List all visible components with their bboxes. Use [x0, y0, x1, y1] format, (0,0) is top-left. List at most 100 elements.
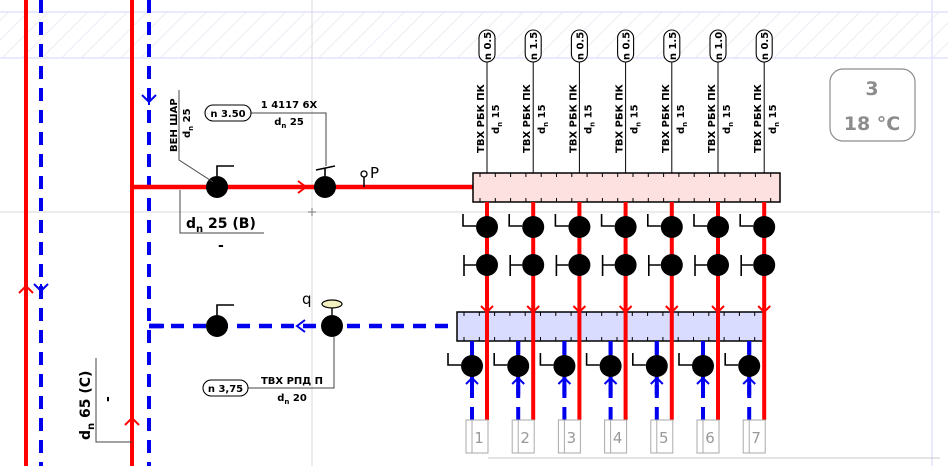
setting-badge [570, 29, 588, 63]
loop-valve-model: ТВХ РБК ПК [753, 83, 764, 153]
loop-number: 5 [659, 429, 669, 447]
return-ball-valve[interactable] [206, 304, 234, 337]
valve-handle-icon [447, 353, 461, 366]
riser-label: dn 65 (C) - [78, 358, 132, 443]
riser-dn-label: dn 65 (C) [78, 371, 97, 440]
loop-balancing-valve-icon[interactable] [753, 254, 776, 276]
loop-shutoff-valve-icon[interactable] [660, 216, 683, 238]
balancing-valve[interactable] [314, 165, 336, 198]
crosshair-marker [308, 208, 316, 216]
setting-badge [755, 29, 773, 63]
loop-balancing-valve-icon[interactable] [476, 254, 498, 276]
leader-line [178, 90, 214, 183]
loop-valve-dn: dn 15 [583, 104, 596, 134]
loop-shutoff-valve-icon[interactable] [707, 216, 729, 238]
valve-handle-icon [462, 214, 476, 227]
valve-handle-icon [554, 214, 569, 227]
loop-shutoff-valve-icon[interactable] [522, 216, 545, 238]
flow-arrow-down-icon [480, 305, 494, 314]
setting-badge [709, 29, 727, 63]
loop-valve-model: ТВХ РБК ПК [707, 83, 718, 153]
loop-return-valve-icon[interactable] [553, 355, 576, 377]
room-tag-frame [829, 68, 916, 142]
valve-body-icon [206, 315, 228, 337]
loop-balancing-valve-icon[interactable] [660, 254, 683, 276]
supply-pipe-label: dn 25 (B) [186, 216, 256, 235]
setting-badge [204, 104, 252, 122]
loop-shutoff-valve-icon[interactable] [753, 216, 776, 238]
ball-valve[interactable] [206, 165, 234, 198]
loop-return-valve-icon[interactable] [599, 355, 622, 377]
flow-arrow-up-icon [124, 416, 140, 426]
loop-valve-model: ТВХ РБК ПК [615, 83, 626, 153]
setting-badge [202, 379, 249, 397]
wall-band [0, 11, 948, 59]
loop-valve-setting: n 1.0 [714, 32, 725, 60]
loop-return-valve-icon[interactable] [645, 355, 668, 377]
sensor-label: P [370, 164, 379, 182]
supply-pipe-sublabel: - [218, 238, 224, 254]
loop-valve-setting: n 0.5 [622, 32, 633, 60]
setting-badge [524, 29, 542, 63]
setting-badge [478, 29, 496, 63]
flow-arrow-right-icon [297, 180, 308, 194]
loop-shutoff-valve-icon[interactable] [476, 216, 498, 238]
leader-line [248, 337, 335, 389]
loop-balancing-valve-icon[interactable] [522, 254, 545, 276]
loop-valve-setting: n 1.5 [529, 32, 540, 60]
flow-arrow-up-icon [18, 284, 34, 294]
valve-handle-icon [724, 353, 739, 366]
room-temperature: 18 °C [844, 113, 901, 135]
valve-body-icon [314, 176, 336, 198]
loop-return-valve-icon[interactable] [692, 355, 714, 377]
supply-manifold[interactable] [472, 172, 781, 203]
flow-arrow-down-icon [618, 305, 633, 314]
loop-return-valve-icon[interactable] [507, 355, 530, 377]
valve-handle-icon [632, 353, 646, 366]
loop-number: 6 [705, 429, 715, 447]
loop-valve-dn: dn 15 [630, 104, 643, 134]
loop-valve-model: ТВХ РБК ПК [568, 83, 579, 153]
loop-return-valve-icon[interactable] [461, 355, 483, 377]
loop-valve-model: ТВХ РБК ПК [522, 83, 533, 153]
loop-valve-model: ТВХ РБК ПК [476, 83, 487, 153]
regulator-model: ТВХ РПД П [261, 376, 323, 387]
ball-valve-model: ВЕН ШАР [169, 98, 180, 152]
loop-valve-dn: dn 15 [768, 104, 781, 134]
manifold-ticks [463, 173, 772, 341]
leader-line [179, 190, 264, 234]
loop-balancing-valve-icon[interactable] [707, 254, 729, 276]
loop-number: 1 [474, 429, 484, 447]
pressure-sensor[interactable]: P [360, 164, 379, 187]
loop-valve-setting: n 0.5 [483, 32, 494, 60]
sensor-label: q [302, 290, 312, 308]
sensor-head-icon [360, 170, 368, 178]
pressure-regulator[interactable]: q [302, 290, 343, 337]
loop-number: 7 [751, 429, 761, 447]
valve-handle-icon [493, 353, 508, 366]
loop-balancing-valve-icon[interactable] [614, 254, 637, 276]
loop-number: 2 [520, 429, 530, 447]
loop-shutoff-valve-icon[interactable] [568, 216, 591, 238]
loop-balancing-valve-icon[interactable] [568, 254, 591, 276]
flow-arrow-down-icon [141, 94, 157, 105]
flow-arrow-down-icon [665, 305, 679, 314]
room-tag[interactable]: 3 18 °C [829, 68, 916, 142]
loop-number: 3 [567, 429, 577, 447]
valve-handle-icon [693, 214, 707, 227]
valve-body-icon [321, 315, 343, 337]
valve-handle-icon [216, 165, 234, 176]
loop-shutoff-valve-icon[interactable] [614, 216, 637, 238]
regulator-handwheel-icon [321, 299, 343, 309]
loop-return-valve-icon[interactable] [738, 355, 761, 377]
valve-handle-icon [216, 304, 234, 315]
valve-handle-icon [601, 255, 615, 276]
